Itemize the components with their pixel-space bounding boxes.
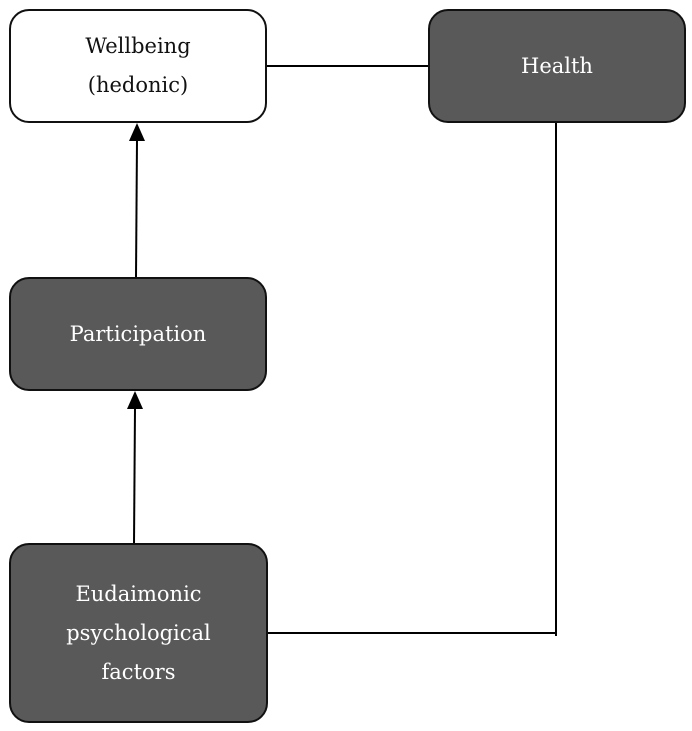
- node-eudaimonic-line2: psychological: [66, 620, 211, 645]
- node-participation-label: Participation: [69, 321, 207, 346]
- node-participation: Participation: [9, 277, 267, 391]
- node-wellbeing-line2: (hedonic): [87, 73, 189, 97]
- node-eudaimonic-label: Eudaimonic psychological factors: [66, 575, 211, 692]
- node-eudaimonic-line1: Eudaimonic: [75, 581, 202, 606]
- node-wellbeing-line1: Wellbeing: [85, 34, 191, 58]
- connector-health-vertical: [555, 122, 557, 636]
- arrow-participation-wellbeing-head: [129, 123, 145, 141]
- node-health-label: Health: [521, 53, 593, 78]
- node-wellbeing: Wellbeing (hedonic): [9, 9, 267, 123]
- node-health: Health: [428, 9, 686, 123]
- connector-health-wellbeing: [266, 65, 430, 67]
- connector-eudaimonic-health: [267, 632, 557, 634]
- arrow-eudaimonic-participation-head: [127, 391, 143, 409]
- node-wellbeing-label: Wellbeing (hedonic): [85, 27, 190, 105]
- node-eudaimonic-line3: factors: [101, 659, 176, 684]
- arrow-eudaimonic-participation-shaft: [133, 407, 136, 545]
- arrow-participation-wellbeing-shaft: [135, 139, 138, 278]
- node-eudaimonic: Eudaimonic psychological factors: [9, 543, 268, 723]
